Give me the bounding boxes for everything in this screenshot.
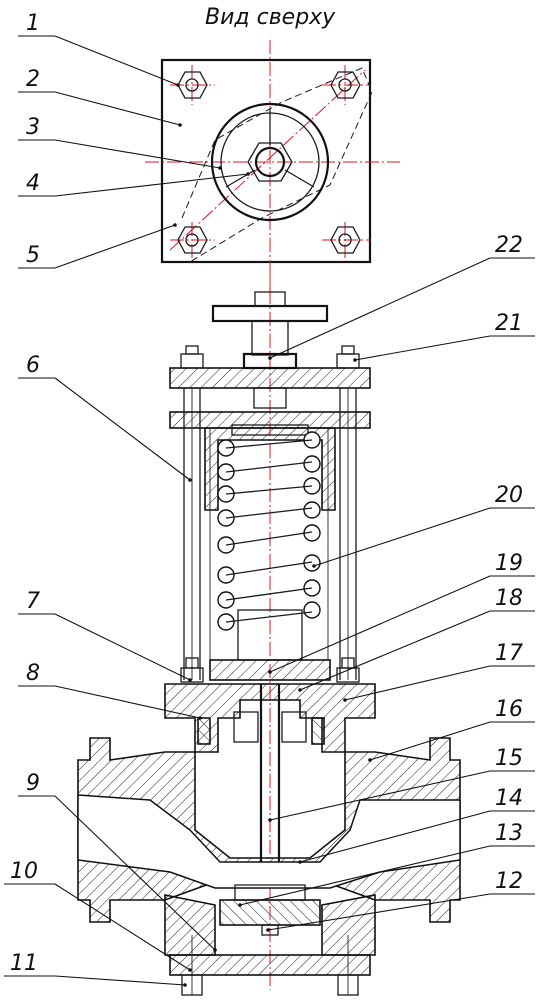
corner-nut-bottom-right [330, 226, 361, 254]
leader-dot [368, 758, 372, 762]
part-number-label: 9 [26, 771, 40, 796]
view-title: Вид сверху [205, 5, 336, 30]
leader-dot [178, 123, 182, 127]
spring-coil-section [303, 601, 321, 619]
leader-line [54, 173, 249, 197]
bottom-plate [169, 954, 371, 976]
tie-rods [183, 388, 357, 680]
part-number-label: 7 [26, 589, 40, 614]
part-number-label: 20 [495, 483, 523, 508]
leader-dot [298, 860, 302, 864]
handwheel [211, 291, 329, 409]
leader-dot [213, 948, 217, 952]
leader-line [299, 610, 491, 691]
corner-nut-top-right [330, 71, 361, 99]
leader-dot [238, 903, 242, 907]
top-plate [169, 367, 371, 389]
leader-dot [183, 983, 187, 987]
leader-line [54, 613, 191, 681]
leader-line [54, 91, 181, 126]
leader-dot [188, 968, 192, 972]
leader-dot [188, 478, 192, 482]
leader-line [54, 883, 191, 971]
leader-line [54, 975, 186, 986]
leader-line [239, 845, 491, 906]
leader-line [369, 721, 491, 761]
leader-dot [268, 818, 272, 822]
part-number-label: 12 [495, 869, 523, 894]
leader-line [54, 795, 216, 951]
leader-dot [188, 678, 192, 682]
spring-coil-section [303, 501, 321, 519]
leader-dot [298, 688, 302, 692]
part-number-label: 15 [495, 746, 523, 771]
part-number-label: 3 [26, 115, 40, 140]
leader-line [54, 224, 176, 269]
part-number-label: 11 [10, 951, 38, 976]
spring-seat [209, 659, 331, 681]
leader-dot [176, 83, 180, 87]
leader-line [354, 335, 491, 361]
part-number-label: 10 [10, 859, 38, 884]
leader-dot [343, 698, 347, 702]
corner-nut-top-left [177, 71, 208, 99]
part-number-label: 22 [495, 233, 523, 258]
leader-line [54, 377, 191, 481]
leader-dot [246, 172, 250, 176]
part-number-label: 18 [495, 586, 523, 611]
leader-line [269, 770, 491, 821]
leader-line [313, 507, 491, 567]
part-number-label: 1 [26, 11, 40, 36]
part-number-label: 4 [26, 171, 40, 196]
corner-nut-bottom-left [177, 226, 208, 254]
part-number-label: 21 [495, 311, 523, 336]
leader-dot [312, 564, 316, 568]
leader-dot [173, 223, 177, 227]
spring-cup [204, 427, 336, 511]
leader-line [269, 257, 491, 359]
leader-line [54, 35, 179, 86]
leader-dot [218, 166, 222, 170]
leader-line [54, 139, 221, 169]
part-number-label: 5 [26, 243, 40, 268]
leader-dot [198, 716, 202, 720]
leader-line [344, 665, 491, 701]
front-section [77, 268, 461, 996]
leader-dot [268, 670, 272, 674]
leader-line [299, 810, 491, 863]
leader-line [54, 685, 201, 719]
part-number-label: 19 [495, 551, 523, 576]
leader-dot [268, 356, 272, 360]
part-number-label: 16 [495, 697, 523, 722]
part-number-label: 17 [495, 641, 523, 666]
part-number-label: 2 [26, 67, 40, 92]
part-number-label: 8 [26, 661, 40, 686]
part-number-label: 6 [26, 353, 40, 378]
leader-line [267, 893, 491, 931]
spring-coil-section [303, 455, 321, 473]
part-number-label: 14 [495, 786, 523, 811]
leader-dot [266, 928, 270, 932]
spring-coils [217, 431, 321, 631]
spring-wire [225, 439, 313, 623]
leader-line [269, 575, 491, 673]
part-number-label: 13 [495, 821, 523, 846]
top-view [145, 40, 400, 300]
leader-dot [353, 358, 357, 362]
